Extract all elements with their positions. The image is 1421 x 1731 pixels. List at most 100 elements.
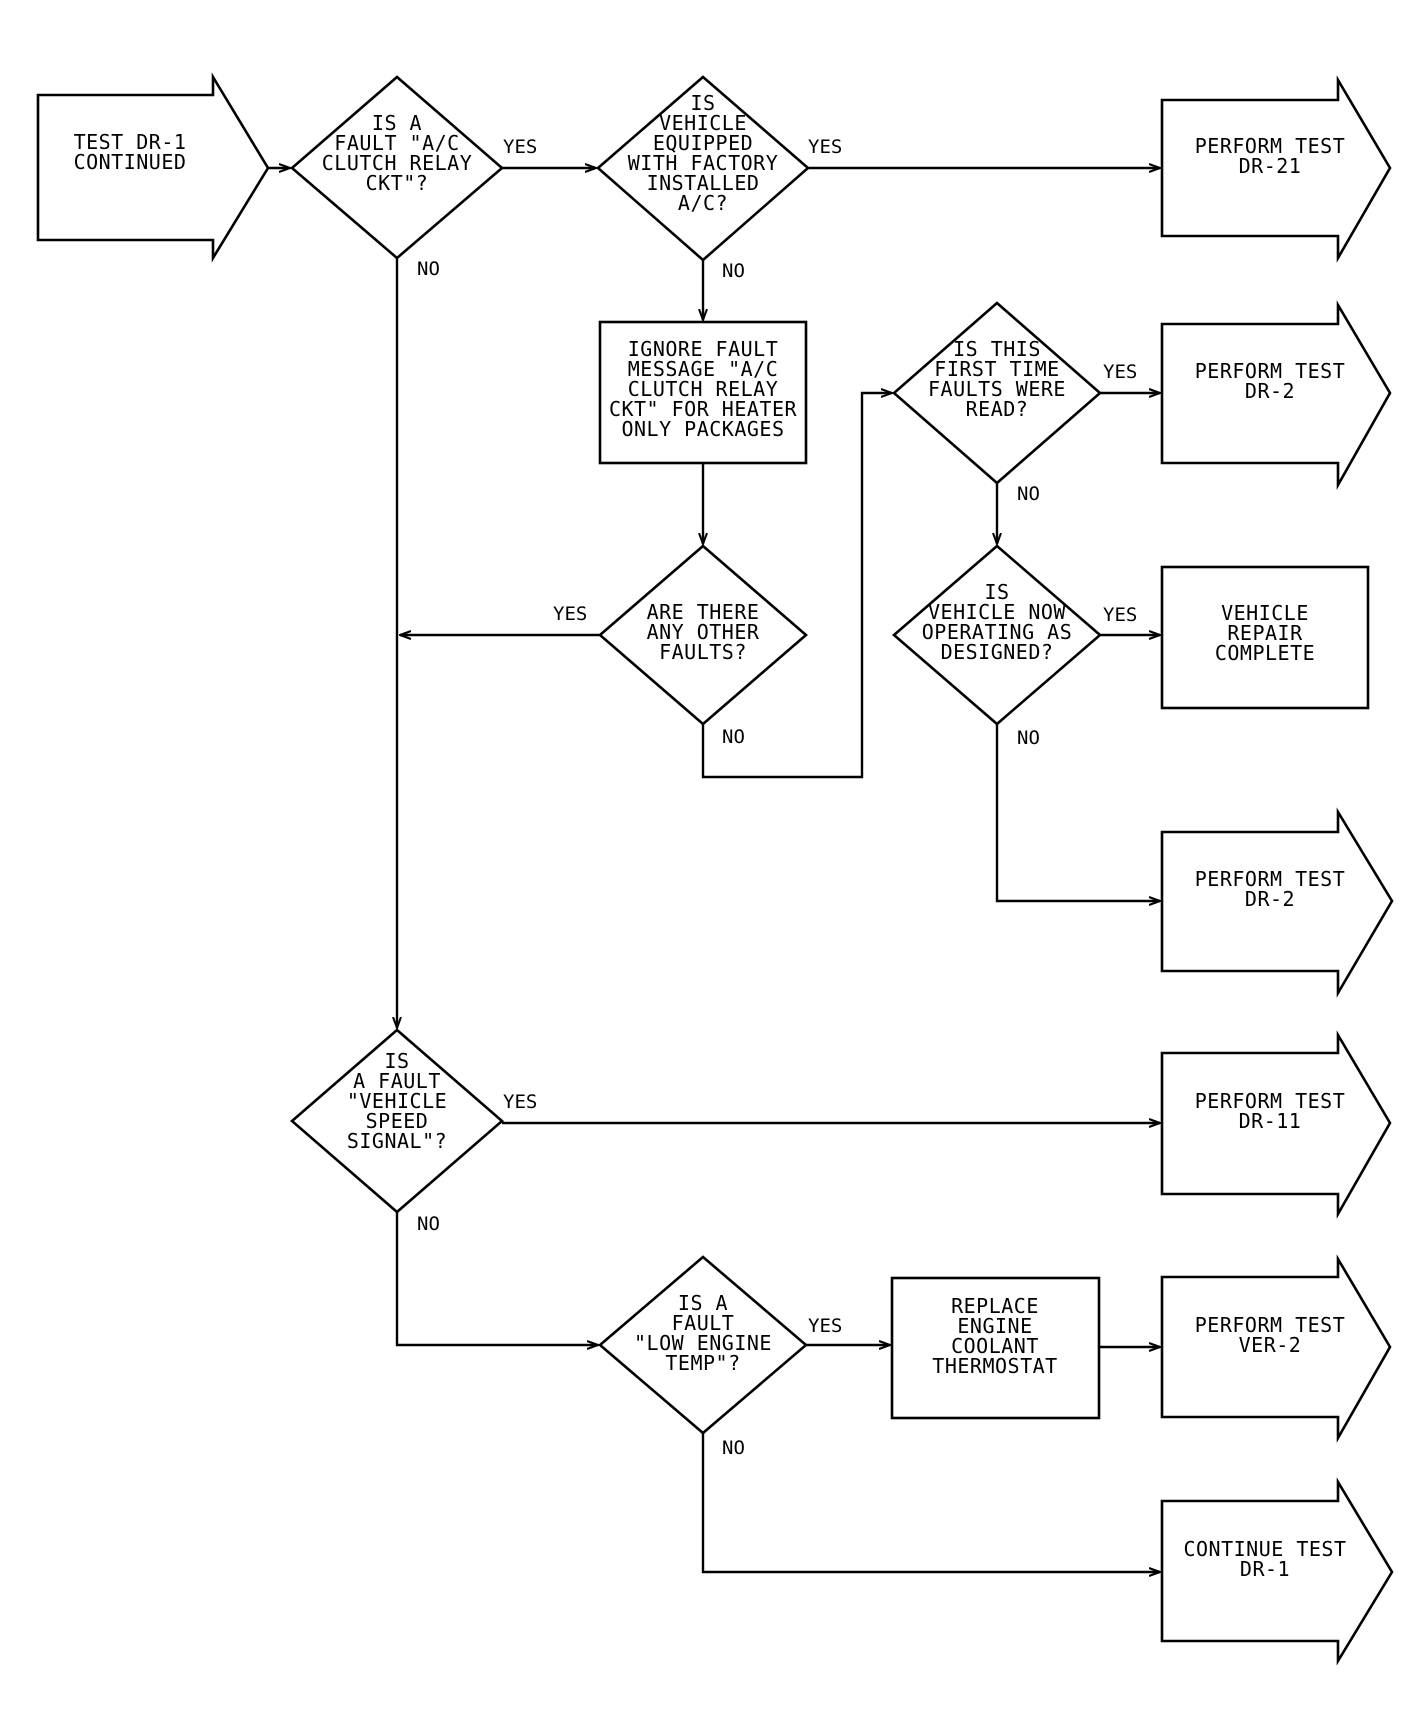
ignore-fault-box — [598, 320, 808, 465]
decision-low-engine-temp-text-line: TEMP"? — [665, 1351, 740, 1375]
decision-ac-clutch-text-line: FAULT "A/C — [334, 131, 459, 155]
terminal-ver2-text-line: PERFORM TEST — [1195, 1313, 1346, 1337]
decision-speed-signal-text-line: SIGNAL"? — [347, 1129, 447, 1153]
label-other-yes: YES — [553, 603, 587, 625]
replace-thermostat-box — [890, 1276, 1101, 1420]
repair-complete-text-line: VEHICLE — [1221, 601, 1309, 625]
repair-complete-text-line: COMPLETE — [1215, 641, 1315, 665]
replace-thermostat-text-line: REPLACE — [951, 1294, 1039, 1318]
decision-operating-text-line: OPERATING AS — [922, 620, 1073, 644]
decision-factory-ac-text-line: INSTALLED — [647, 171, 760, 195]
decision-factory-ac-text-line: WITH FACTORY — [628, 151, 779, 175]
terminal-dr2a-text-line: DR-2 — [1245, 379, 1295, 403]
decision-first-time-text-line: READ? — [966, 397, 1029, 421]
terminal-dr11-text-line: PERFORM TEST — [1195, 1089, 1346, 1113]
decision-first-time-text-line: IS THIS — [953, 337, 1041, 361]
decision-speed-signal-text-line: SPEED — [366, 1109, 429, 1133]
decision-speed-signal-text-line: A FAULT — [353, 1069, 441, 1093]
decision-low-engine-temp-text-line: IS A — [678, 1291, 728, 1315]
repair-complete-text-line: REPAIR — [1227, 621, 1303, 645]
label-factory-yes: YES — [808, 136, 842, 158]
label-ac-yes: YES — [503, 136, 537, 158]
decision-first-time-text-line: FIRST TIME — [934, 357, 1059, 381]
decision-operating-text-line: IS — [984, 580, 1009, 604]
ignore-fault-text-line: CLUTCH RELAY — [628, 377, 779, 401]
terminal-continue-dr1-text-line: CONTINUE TEST — [1183, 1537, 1346, 1561]
terminal-dr11-text-line: DR-11 — [1239, 1109, 1302, 1133]
connector-speed-no — [395, 1212, 598, 1345]
terminal-ver2-text-line: VER-2 — [1239, 1333, 1302, 1357]
terminal-continue-dr1-shape — [1160, 1477, 1394, 1666]
decision-operating-text-line: VEHICLE NOW — [928, 600, 1066, 624]
decision-other-faults-text-line: FAULTS? — [659, 640, 747, 664]
replace-thermostat-text-line: COOLANT — [951, 1334, 1039, 1358]
start-arrow-text-line: TEST DR-1 — [74, 130, 187, 154]
connector-other-no — [701, 393, 892, 779]
start-arrow-shape — [36, 72, 270, 263]
decision-operating-text-line: DESIGNED? — [941, 640, 1054, 664]
decision-speed-signal-text-line: IS — [384, 1049, 409, 1073]
replace-thermostat-text-line: THERMOSTAT — [932, 1354, 1057, 1378]
start-arrow-text-line: CONTINUED — [74, 150, 187, 174]
terminal-continue-dr1-text-line: DR-1 — [1240, 1557, 1290, 1581]
ignore-fault-text-line: ONLY PACKAGES — [621, 417, 784, 441]
label-ac-no: NO — [417, 258, 440, 280]
label-first-yes: YES — [1103, 361, 1137, 383]
terminal-dr21-shape — [1160, 75, 1392, 263]
decision-ac-clutch-text-line: IS A — [372, 111, 422, 135]
decision-speed-signal-text-line: "VEHICLE — [347, 1089, 447, 1113]
terminal-dr2a-shape — [1160, 300, 1392, 490]
label-first-no: NO — [1017, 483, 1040, 505]
label-factory-no: NO — [722, 260, 745, 282]
label-low-temp-yes: YES — [808, 1315, 842, 1337]
decision-low-engine-temp-text-line: "LOW ENGINE — [634, 1331, 772, 1355]
decision-low-engine-temp-text-line: FAULT — [672, 1311, 735, 1335]
decision-ac-clutch-text-line: CLUTCH RELAY — [322, 151, 473, 175]
decision-ac-clutch-text-line: CKT"? — [366, 171, 429, 195]
decision-factory-ac-text-line: A/C? — [678, 191, 728, 215]
label-speed-no: NO — [417, 1213, 440, 1235]
terminal-dr2b-text-line: PERFORM TEST — [1195, 867, 1346, 891]
label-operating-no: NO — [1017, 727, 1040, 749]
repair-complete-box — [1160, 565, 1370, 710]
decision-factory-ac-text-line: IS — [690, 91, 715, 115]
decision-other-faults-text-line: ARE THERE — [647, 600, 760, 624]
label-operating-yes: YES — [1103, 604, 1137, 626]
label-speed-yes: YES — [503, 1091, 537, 1113]
terminal-dr11-shape — [1160, 1030, 1392, 1219]
terminal-dr21-text-line: PERFORM TEST — [1195, 134, 1346, 158]
decision-first-time-text-line: FAULTS WERE — [928, 377, 1066, 401]
label-low-temp-no: NO — [722, 1437, 745, 1459]
terminal-dr21-text-line: DR-21 — [1239, 154, 1302, 178]
ignore-fault-text-line: CKT" FOR HEATER — [609, 397, 798, 421]
decision-factory-ac-text-line: EQUIPPED — [653, 131, 753, 155]
connector-low-temp-no — [701, 1433, 1160, 1572]
label-other-no: NO — [722, 726, 745, 748]
connector-operating-no — [995, 724, 1160, 901]
terminal-dr2b-shape — [1160, 807, 1394, 998]
ignore-fault-text-line: MESSAGE "A/C — [628, 357, 779, 381]
decision-other-faults-text-line: ANY OTHER — [647, 620, 760, 644]
terminal-dr2b-text-line: DR-2 — [1245, 887, 1295, 911]
decision-factory-ac-text-line: VEHICLE — [659, 111, 747, 135]
ignore-fault-text-line: IGNORE FAULT — [628, 337, 779, 361]
terminal-ver2-shape — [1160, 1254, 1392, 1443]
terminal-dr2a-text-line: PERFORM TEST — [1195, 359, 1346, 383]
replace-thermostat-text-line: ENGINE — [957, 1314, 1032, 1338]
